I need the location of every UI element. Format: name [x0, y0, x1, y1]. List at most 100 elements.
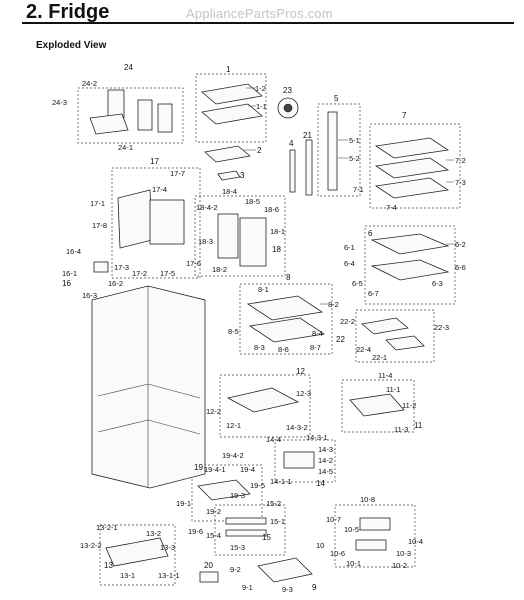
- group-box-14: [274, 439, 336, 483]
- callout-10-4: 10-4: [408, 537, 423, 546]
- part-7-2-shelf: [374, 157, 450, 179]
- part-7-shelf-top: [374, 137, 450, 159]
- part-10-board: [355, 539, 387, 551]
- callout-8-2: 8-2: [328, 300, 339, 309]
- callout-12-2: 12-2: [206, 407, 221, 416]
- group-box-12: [219, 374, 311, 438]
- callout-16: 16: [62, 279, 71, 288]
- callout-6-7: 6-7: [368, 289, 379, 298]
- callout-18-1: 18-1: [270, 227, 285, 236]
- callout-5: 5: [334, 94, 339, 103]
- part-7-3-shelf: [374, 177, 450, 199]
- group-box-8: [239, 283, 333, 355]
- callout-19-6: 19-6: [188, 527, 203, 536]
- callout-9-3: 9-3: [282, 585, 293, 594]
- callout-11: 11: [414, 421, 423, 430]
- part-19-drawer: [197, 479, 251, 501]
- page-header: 2. Fridge AppliancePartsPros.com: [0, 0, 524, 26]
- callout-5-2: 5-2: [349, 154, 360, 163]
- part-18-duct-b: [239, 217, 267, 267]
- callout-4: 4: [289, 139, 294, 148]
- callout-12-1: 12-1: [226, 421, 241, 430]
- callout-24: 24: [124, 63, 133, 72]
- page-title: 2. Fridge: [26, 1, 110, 23]
- callout-1-2: 1-2: [255, 84, 266, 93]
- group-box-13: [99, 524, 176, 586]
- callout-15-3: 15-3: [230, 543, 245, 552]
- callout-18: 18: [272, 245, 281, 254]
- group-box-7: [369, 123, 461, 209]
- part-5-strip: [327, 111, 338, 191]
- callout-8-3: 8-3: [254, 343, 265, 352]
- callout-19-3: 19-3: [230, 491, 245, 500]
- callout-15-2: 15-2: [266, 499, 281, 508]
- callout-18-6: 18-6: [264, 205, 279, 214]
- part-17-1-cover: [117, 189, 153, 249]
- part-24-cover-b: [157, 103, 173, 133]
- header-rule: [22, 22, 514, 24]
- fridge-cabinet: [91, 285, 206, 489]
- callout-20: 20: [204, 561, 213, 570]
- callout-21: 21: [303, 131, 312, 140]
- cabinet-shelf-line: [97, 419, 201, 435]
- callout-6-3: 6-3: [432, 279, 443, 288]
- callout-16-4: 16-4: [66, 247, 81, 256]
- callout-9-1: 9-1: [242, 583, 253, 592]
- callout-8-6: 8-6: [278, 345, 289, 354]
- callout-17-2: 17-2: [132, 269, 147, 278]
- callout-12: 12: [296, 367, 305, 376]
- callout-10-8: 10-8: [360, 495, 375, 504]
- part-14-box: [283, 451, 315, 469]
- callout-5-1: 5-1: [349, 136, 360, 145]
- callout-22-4: 22-4: [356, 345, 371, 354]
- part-21-rail: [305, 139, 313, 196]
- part-3-bracket: [217, 170, 241, 181]
- group-box-18: [194, 195, 286, 277]
- callout-1: 1: [226, 65, 231, 74]
- watermark: AppliancePartsPros.com: [186, 6, 333, 21]
- part-16-hinge: [93, 261, 109, 273]
- callout-11-4: 11-4: [378, 371, 392, 380]
- callout-15-1: 15-1: [270, 517, 285, 526]
- callout-12-3: 12-3: [296, 389, 311, 398]
- callout-24-3: 24-3: [52, 98, 67, 107]
- callout-22: 22: [336, 335, 345, 344]
- callout-22-3: 22-3: [434, 323, 449, 332]
- part-24-1-tray: [89, 113, 129, 135]
- callout-22-2: 22-2: [340, 317, 355, 326]
- callout-1-1: 1-1: [256, 102, 267, 111]
- part-1-1-panel: [201, 103, 263, 125]
- callout-6: 6: [368, 229, 373, 238]
- callout-17-3: 17-3: [114, 263, 129, 272]
- callout-15-4: 15-4: [206, 531, 221, 540]
- part-20: [199, 571, 219, 583]
- callout-9-2: 9-2: [230, 565, 241, 574]
- callout-19-4-1: 19-4-1: [204, 465, 226, 474]
- callout-10-1: 10-1: [346, 559, 361, 568]
- callout-16-2: 16-2: [108, 279, 123, 288]
- callout-13: 13: [104, 561, 113, 570]
- callout-19-1: 19-1: [176, 499, 191, 508]
- callout-13-2-1: 13-2-1: [96, 523, 118, 532]
- callout-18-2: 18-2: [212, 265, 227, 274]
- part-22-tray: [361, 317, 409, 335]
- section-subtitle: Exploded View: [36, 40, 107, 51]
- callout-8-1: 8-1: [258, 285, 269, 294]
- part-24-cover-a: [137, 99, 153, 131]
- group-box-6: [364, 225, 456, 305]
- callout-6-5: 6-5: [352, 279, 363, 288]
- group-box-5: [317, 103, 361, 197]
- callout-19-2: 19-2: [206, 507, 221, 516]
- part-13-panel: [105, 537, 169, 567]
- part-15-rail-a: [225, 517, 267, 525]
- callout-13-2: 13-2: [146, 529, 161, 538]
- callout-11-3: 11-3: [394, 425, 408, 434]
- callout-8: 8: [286, 273, 291, 282]
- part-8-frame: [248, 317, 326, 343]
- callout-13-1: 13-1: [120, 571, 135, 580]
- callout-7-2: 7-2: [455, 156, 466, 165]
- callout-9: 9: [312, 583, 317, 592]
- callout-11-2: 11-2: [402, 401, 416, 410]
- callout-17-6: 17-6: [186, 259, 201, 268]
- callout-18-3: 18-3: [198, 237, 213, 246]
